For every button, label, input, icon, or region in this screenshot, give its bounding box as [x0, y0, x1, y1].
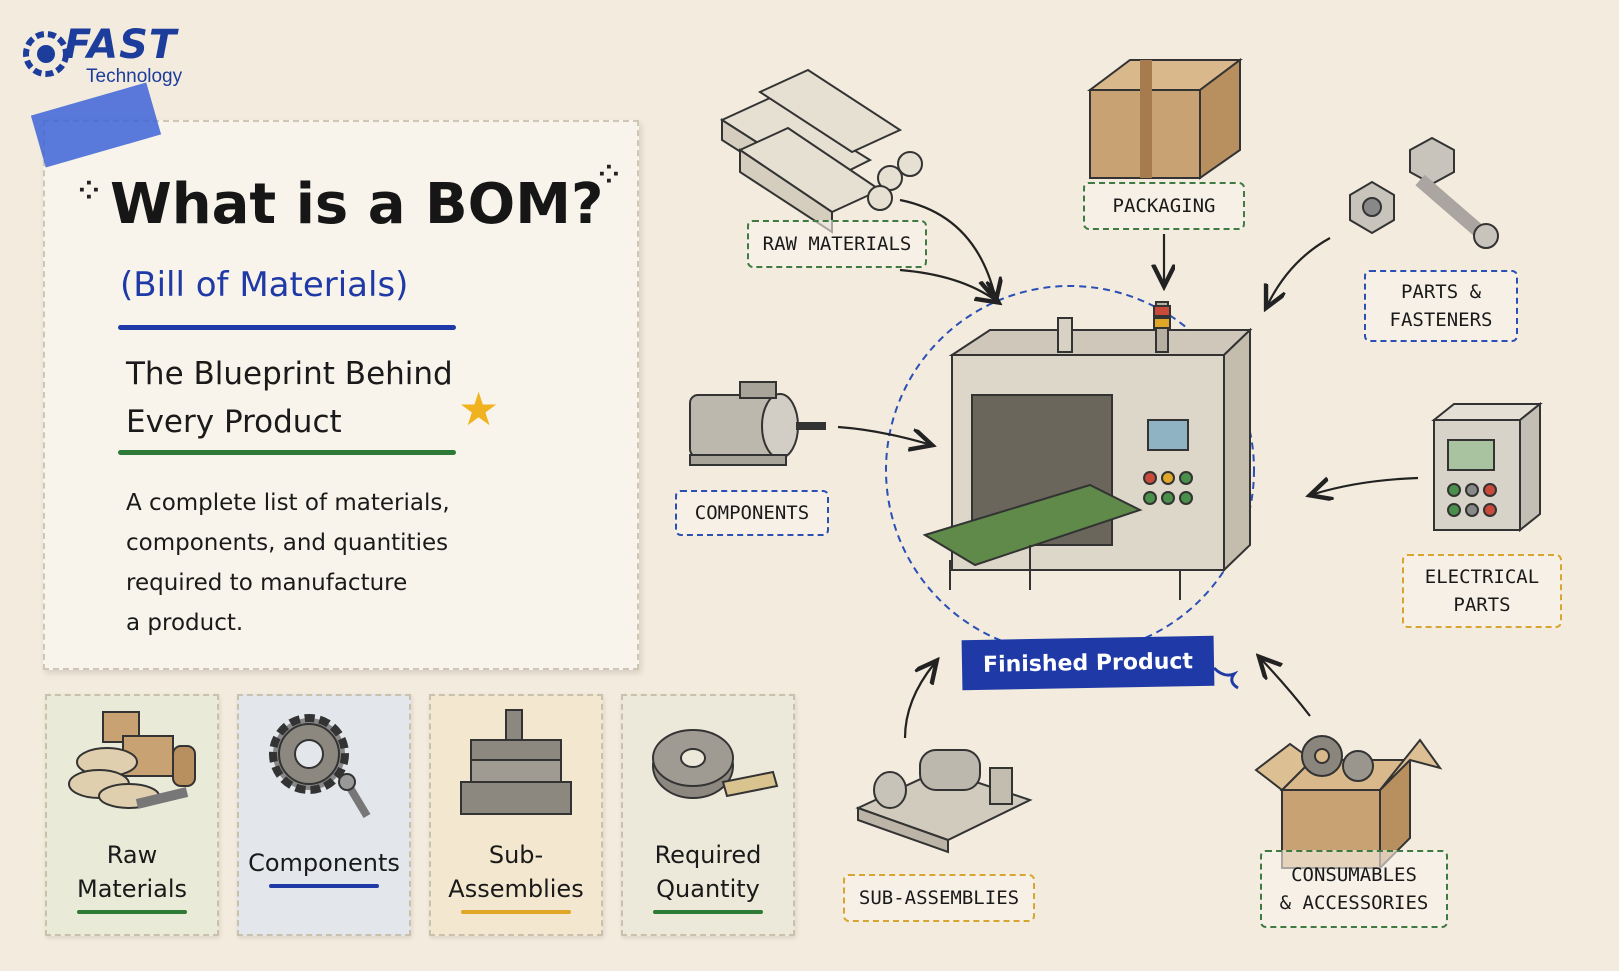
label-text: PARTS &: [1400, 281, 1482, 303]
electrical-box-icon: [1431, 401, 1543, 533]
label-text: RAW MATERIALS: [762, 233, 912, 255]
category-label: Quantity: [656, 875, 760, 903]
category-label: Sub-: [488, 841, 544, 869]
category-underline: [77, 910, 187, 914]
machine-icon: [922, 301, 1253, 600]
category-label: Materials: [76, 875, 187, 903]
sparkle-right-icon: ⁘: [598, 160, 620, 190]
label-text: FASTENERS: [1389, 309, 1493, 331]
label-text: SUB-ASSEMBLIES: [858, 887, 1020, 909]
category-card-sub-assemblies: Sub- Assemblies: [429, 694, 603, 936]
tagline: The Blueprint Behind Every Product: [126, 350, 486, 446]
tagline-line: The Blueprint Behind: [126, 356, 453, 392]
label-text: & ACCESSORIES: [1279, 892, 1429, 914]
raw-materials-icon: [719, 68, 923, 234]
label-electrical-parts: ELECTRICAL PARTS: [1402, 554, 1562, 628]
label-text: CONSUMABLES: [1291, 864, 1417, 886]
company-logo: FAST Technology: [20, 22, 190, 92]
page-subtitle: (Bill of Materials): [120, 265, 409, 305]
category-underline: [269, 884, 379, 888]
label-raw-materials: RAW MATERIALS: [747, 220, 927, 268]
category-underline: [461, 910, 571, 914]
sub-assembly-press-icon: [460, 709, 572, 815]
intro-card: [43, 120, 639, 670]
sparkle-left-icon: ⁘: [78, 176, 100, 206]
sub-assembly-icon: [855, 749, 1033, 854]
category-label: Components: [248, 849, 400, 877]
category-card-components: Components: [237, 694, 411, 936]
tape-measure-icon: [652, 729, 779, 799]
motor-icon: [689, 381, 826, 466]
label-consumables-accessories: CONSUMABLES & ACCESSORIES: [1260, 850, 1448, 928]
label-packaging: PACKAGING: [1083, 182, 1245, 230]
consumables-box-icon: [1254, 735, 1443, 871]
gear-logo-icon: [23, 31, 69, 77]
category-underline: [653, 910, 763, 914]
description-line: a product.: [126, 610, 244, 636]
logo-subtext: Technology: [86, 66, 183, 87]
packaging-box-icon: [1087, 58, 1243, 180]
category-label: Required: [654, 841, 762, 869]
label-text: COMPONENTS: [694, 502, 810, 524]
label-components: COMPONENTS: [675, 490, 829, 536]
label-sub-assemblies: SUB-ASSEMBLIES: [843, 874, 1035, 922]
description: A complete list of materials, components…: [126, 483, 456, 643]
gear-icon: [269, 714, 371, 819]
star-icon: ★: [458, 382, 500, 436]
raw-materials-stack-icon: [68, 711, 196, 809]
label-text: PARTS: [1453, 594, 1511, 616]
tagline-underline: [118, 450, 456, 455]
page-title: What is a BOM?: [110, 172, 604, 237]
category-label: Raw: [106, 841, 158, 869]
category-card-required-quantity: Required Quantity: [621, 694, 795, 936]
subtitle-underline: [118, 325, 456, 330]
label-text: ELECTRICAL: [1424, 566, 1540, 588]
finished-product-banner: Finished Product: [961, 635, 1215, 691]
nut-bolt-icon: [1349, 136, 1499, 249]
category-label: Assemblies: [448, 875, 584, 903]
description-line: A complete list of materials,: [126, 490, 450, 516]
label-parts-fasteners: PARTS & FASTENERS: [1364, 270, 1518, 342]
description-line: components, and quantities: [126, 530, 449, 556]
category-card-raw-materials: Raw Materials: [45, 694, 219, 936]
label-text: PACKAGING: [1112, 195, 1216, 217]
tagline-line: Every Product: [126, 404, 342, 440]
finished-product-label: Finished Product: [982, 648, 1194, 678]
description-line: required to manufacture: [126, 570, 408, 596]
logo-brand: FAST: [64, 22, 178, 68]
